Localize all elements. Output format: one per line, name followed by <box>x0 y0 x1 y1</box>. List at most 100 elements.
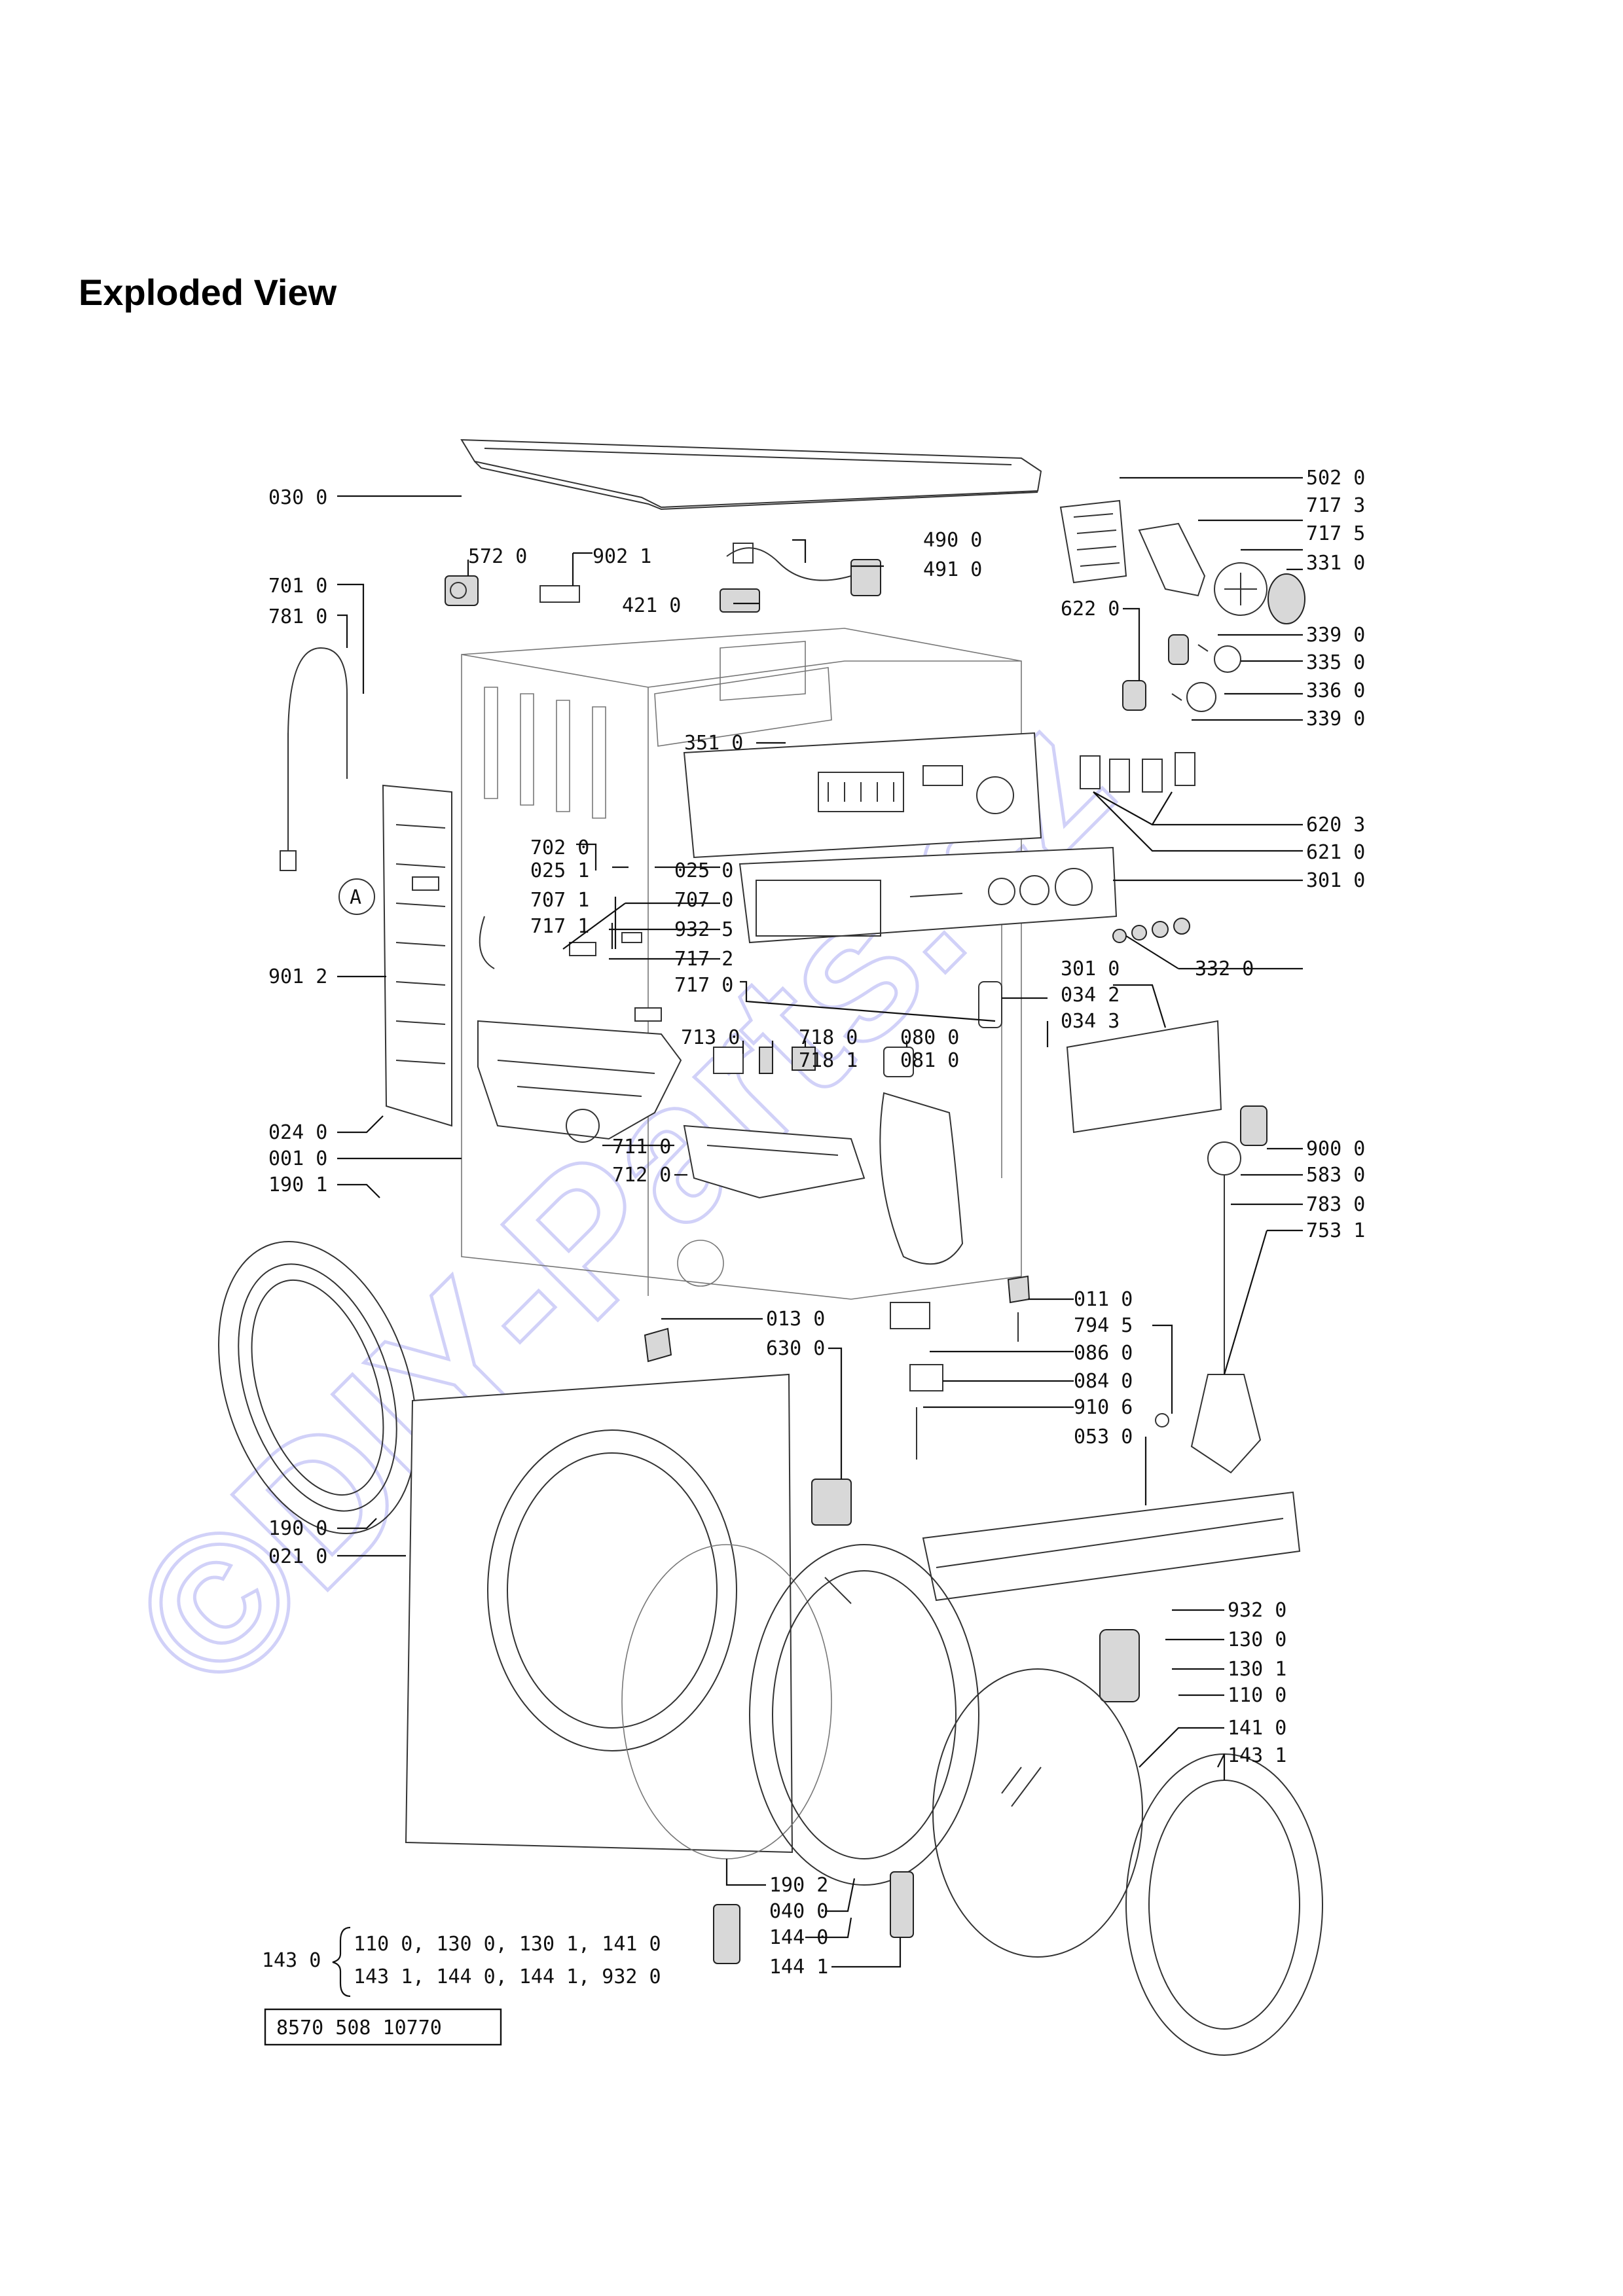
hose-part <box>479 916 495 969</box>
label-717-5: 717 5 <box>1306 522 1365 545</box>
label-144-0: 144 0 <box>769 1926 828 1949</box>
knob-caps-part <box>1112 918 1190 943</box>
label-711-0: 711 0 <box>612 1136 671 1158</box>
label-910-6: 910 6 <box>1074 1396 1133 1419</box>
kit-list: 143 0 110 0, 130 0, 130 1, 141 0 143 1, … <box>262 1926 661 1998</box>
inlet-valve-part <box>445 575 479 606</box>
label-110-0: 110 0 <box>1228 1684 1286 1707</box>
label-502-0: 502 0 <box>1306 467 1365 490</box>
clip-3-part <box>634 1007 662 1022</box>
document-code-box: 8570 508 10770 <box>264 2008 502 2046</box>
label-336-0: 336 0 <box>1306 679 1365 702</box>
label-084-0: 084 0 <box>1074 1370 1133 1393</box>
page-title: Exploded View <box>79 272 337 313</box>
label-130-1: 130 1 <box>1228 1658 1286 1681</box>
marker-a-label: A <box>350 886 361 909</box>
filter-part <box>1207 1141 1241 1175</box>
label-025-1: 025 1 <box>530 859 589 882</box>
label-932-5: 932 5 <box>674 918 733 941</box>
label-713-0: 713 0 <box>681 1026 740 1049</box>
label-491-0: 491 0 <box>923 558 982 581</box>
hose-clamp-part <box>713 1047 744 1074</box>
push-button-set-part <box>1080 752 1195 793</box>
label-339-0-a: 339 0 <box>1306 624 1365 647</box>
hose-connector-part <box>978 981 1002 1028</box>
part-labels: 030 0 572 0 902 1 490 0 491 0 421 0 701 … <box>268 467 1365 1979</box>
door-latch-part <box>890 1871 914 1938</box>
foot-part <box>644 1327 672 1363</box>
label-130-0: 130 0 <box>1228 1628 1286 1651</box>
rear-panel <box>382 784 452 1127</box>
label-753-1: 753 1 <box>1306 1219 1365 1242</box>
bracket-3-part <box>909 1364 943 1391</box>
label-021-0: 021 0 <box>268 1545 327 1568</box>
label-621-0: 621 0 <box>1306 841 1365 864</box>
label-783-0: 783 0 <box>1306 1193 1365 1216</box>
wiring-harness-part <box>726 547 852 581</box>
small-knob-part <box>1214 645 1241 673</box>
label-718-1: 718 1 <box>799 1049 858 1072</box>
leader-lines <box>337 476 1303 1968</box>
label-781-0: 781 0 <box>268 605 327 628</box>
potentiometer-part <box>1168 634 1189 665</box>
door-glass-part <box>932 1668 1143 1958</box>
label-331-0: 331 0 <box>1306 552 1365 575</box>
bracket-part <box>539 585 580 603</box>
label-572-0: 572 0 <box>468 545 527 568</box>
label-932-0: 932 0 <box>1228 1599 1286 1622</box>
cabinet-body <box>461 628 1022 1300</box>
door-frame-part <box>749 1544 979 1886</box>
pressure-switch-part <box>850 559 881 596</box>
valve-part <box>759 1047 773 1074</box>
program-knob-part <box>1267 573 1305 624</box>
bellows-part <box>883 1047 914 1077</box>
label-339-0-b: 339 0 <box>1306 708 1365 730</box>
label-011-0: 011 0 <box>1074 1288 1133 1311</box>
label-144-1: 144 1 <box>769 1956 828 1979</box>
label-421-0: 421 0 <box>622 594 681 617</box>
washing-machine-parts: A <box>218 439 1323 2056</box>
label-034-3: 034 3 <box>1061 1010 1120 1033</box>
label-701-0: 701 0 <box>268 575 327 598</box>
label-630-0: 630 0 <box>766 1337 825 1360</box>
label-901-2: 901 2 <box>268 965 327 988</box>
dispenser-housing-part <box>477 1020 682 1143</box>
label-900-0: 900 0 <box>1306 1138 1365 1160</box>
kit-brace <box>332 1926 351 1998</box>
label-024-0: 024 0 <box>268 1121 327 1144</box>
label-013-0: 013 0 <box>766 1308 825 1331</box>
label-717-1: 717 1 <box>530 915 589 938</box>
door-lock-part <box>1190 1374 1262 1474</box>
label-143-1: 143 1 <box>1228 1744 1286 1767</box>
kit-label: 143 0 <box>262 1949 321 1972</box>
label-717-0: 717 0 <box>674 974 733 997</box>
marker-a-circle <box>338 878 375 915</box>
sump-hose-part <box>879 1092 964 1265</box>
potentiometer-2-part <box>1122 680 1146 711</box>
label-034-2: 034 2 <box>1061 984 1120 1007</box>
label-622-0: 622 0 <box>1061 598 1120 620</box>
detergent-drawer-part <box>683 1124 866 1199</box>
label-794-5: 794 5 <box>1074 1314 1133 1337</box>
top-cover-part <box>460 439 1042 511</box>
label-040-0: 040 0 <box>769 1900 828 1923</box>
document-code: 8570 508 10770 <box>276 2017 442 2039</box>
kit-line-2: 143 1, 144 0, 144 1, 932 0 <box>354 1965 661 1988</box>
hinge-part <box>713 1904 740 1964</box>
label-001-0: 001 0 <box>268 1147 327 1170</box>
label-490-0: 490 0 <box>923 529 982 552</box>
plinth-part <box>922 1491 1301 1602</box>
label-141-0: 141 0 <box>1228 1717 1286 1740</box>
label-081-0: 081 0 <box>900 1049 959 1072</box>
electronic-module-part <box>1059 499 1206 597</box>
label-707-0: 707 0 <box>674 889 733 912</box>
label-190-0: 190 0 <box>268 1517 327 1540</box>
suppressor-part <box>720 588 760 613</box>
kit-line-1: 110 0, 130 0, 130 1, 141 0 <box>354 1933 661 1956</box>
label-301-0-a: 301 0 <box>1306 869 1365 892</box>
interlock-part <box>811 1479 852 1526</box>
label-620-3: 620 3 <box>1306 814 1365 836</box>
clip-part <box>569 942 596 956</box>
clip-2-part <box>621 932 642 943</box>
label-335-0: 335 0 <box>1306 651 1365 674</box>
